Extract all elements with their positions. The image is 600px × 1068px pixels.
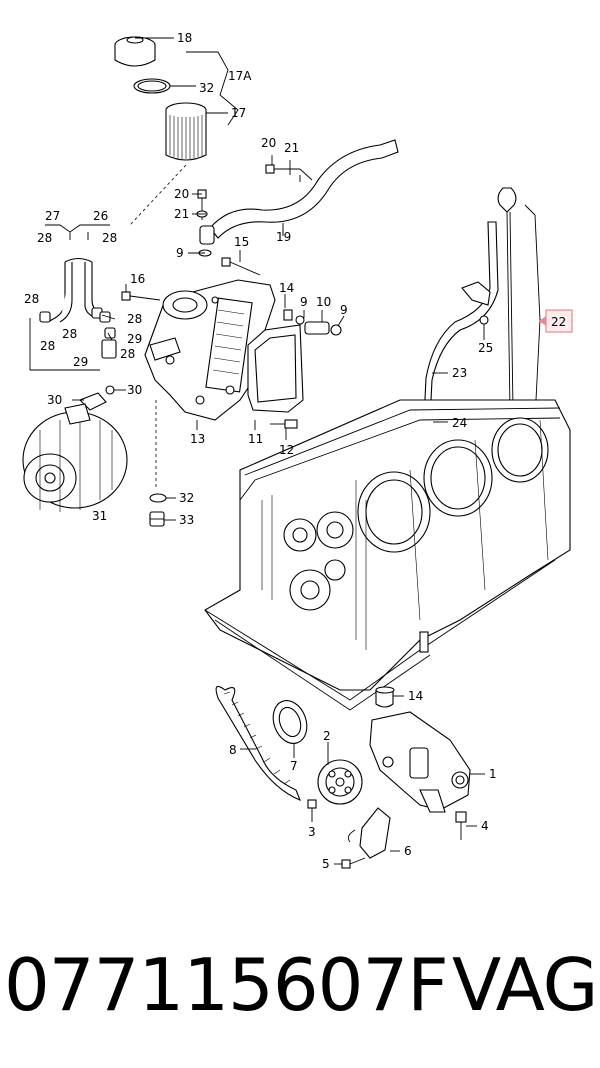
callout-28-c: 28 xyxy=(24,292,39,306)
callout-7: 7 xyxy=(290,759,298,773)
plug-33 xyxy=(149,511,165,527)
bolt-3 xyxy=(307,799,317,809)
bolt-20-left xyxy=(196,189,212,257)
callout-13: 13 xyxy=(190,432,205,446)
callout-6: 6 xyxy=(404,844,412,858)
callout-25: 25 xyxy=(478,341,493,355)
oil-cooler-lines xyxy=(29,224,117,371)
timing-chain xyxy=(215,685,301,801)
breather-pipe xyxy=(199,139,399,245)
callout-22: 22 xyxy=(551,315,566,329)
callout-14-top: 14 xyxy=(279,281,294,295)
bolt-16 xyxy=(121,291,161,301)
callout-26: 26 xyxy=(93,209,108,223)
callout-28-e: 28 xyxy=(62,327,77,341)
callout-15: 15 xyxy=(234,235,249,249)
chain-tensioner-6 xyxy=(347,807,391,859)
callout-28-b: 28 xyxy=(102,231,117,245)
callout-10: 10 xyxy=(316,295,331,309)
callout-23: 23 xyxy=(452,366,467,380)
callout-29-b: 30 xyxy=(127,383,142,397)
callout-28-g: 28 xyxy=(120,347,135,361)
dipstick-guide-tube xyxy=(420,221,499,426)
oil-filter-housing xyxy=(144,279,276,421)
callout-22-highlight: 22 xyxy=(539,309,573,333)
callout-19: 19 xyxy=(276,230,291,244)
callout-17a: 17A xyxy=(228,69,252,83)
callout-9-left: 9 xyxy=(176,246,184,260)
seal-14-lower xyxy=(375,686,395,708)
callout-18: 18 xyxy=(177,31,192,45)
alternator xyxy=(22,403,128,512)
callout-30-a: 29 xyxy=(73,355,88,369)
oil-cooler-cover xyxy=(247,324,304,429)
callout-30-b: 30 xyxy=(47,393,62,407)
callout-21-left: 21 xyxy=(174,207,189,221)
callout-27: 27 xyxy=(45,209,60,223)
callout-labels: 18 32 17A 17 20 21 19 27 28 26 28 20 21 … xyxy=(24,31,497,871)
leader-lines xyxy=(72,37,546,865)
bolt-4 xyxy=(455,811,467,840)
fittings-9-10-14 xyxy=(283,309,345,336)
engine-block xyxy=(204,399,571,711)
callout-28-a: 28 xyxy=(37,231,52,245)
callout-14-lower: 14 xyxy=(408,689,423,703)
callout-11: 11 xyxy=(248,432,263,446)
callout-28-f: 28 xyxy=(127,312,142,326)
callout-20-top: 20 xyxy=(261,136,276,150)
exploded-parts-diagram: 18 32 17A 17 20 21 19 27 28 26 28 20 21 … xyxy=(22,31,573,871)
bolt-5 xyxy=(341,857,366,869)
callout-12: 12 xyxy=(279,443,294,457)
callout-9-mid: 9 xyxy=(300,295,308,309)
bolt-20-top xyxy=(265,155,313,181)
callout-5: 5 xyxy=(322,857,330,871)
callout-3: 3 xyxy=(308,825,316,839)
bolt-15 xyxy=(221,257,261,276)
callout-1: 1 xyxy=(489,767,497,781)
brand-label: VAG xyxy=(452,943,598,1027)
callout-28-d: 28 xyxy=(40,339,55,353)
callout-24: 24 xyxy=(452,416,467,430)
callout-32-lower: 32 xyxy=(179,491,194,505)
callout-2: 2 xyxy=(323,729,331,743)
callout-9-right: 9 xyxy=(340,303,348,317)
callout-21-top: 21 xyxy=(284,141,299,155)
callout-16: 16 xyxy=(130,272,145,286)
oil-pump xyxy=(369,711,471,813)
callout-8: 8 xyxy=(229,743,237,757)
clip-30 xyxy=(79,385,115,411)
part-number: 077115607F xyxy=(4,943,449,1027)
oil-filter-cap xyxy=(114,36,172,67)
seal-32-lower xyxy=(149,493,167,503)
callout-29-a: 29 xyxy=(127,332,142,346)
callout-32-top: 32 xyxy=(199,81,214,95)
callout-31: 31 xyxy=(92,509,107,523)
oil-filter-element xyxy=(165,102,228,161)
callout-33: 33 xyxy=(179,513,194,527)
sprocket-7 xyxy=(272,700,308,744)
group-bracket-17a xyxy=(186,51,239,126)
oil-pump-sprocket-2 xyxy=(317,759,363,805)
dipstick xyxy=(497,187,541,421)
callout-17: 17 xyxy=(231,106,246,120)
callout-20-left: 20 xyxy=(174,187,189,201)
callout-4: 4 xyxy=(481,819,489,833)
